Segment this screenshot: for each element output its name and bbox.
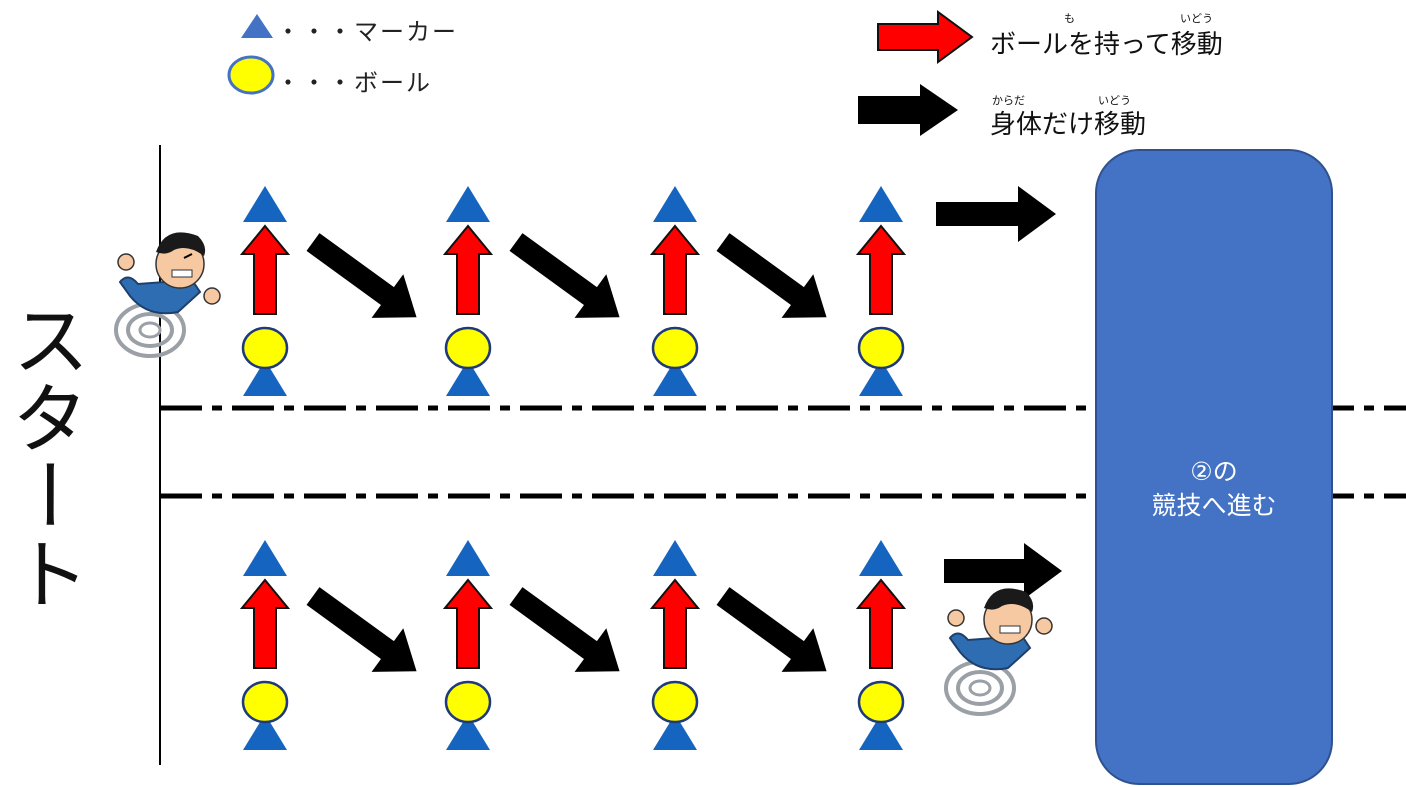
black-arrow-icon — [944, 543, 1062, 599]
marker-icon — [653, 186, 697, 222]
red-arrow-icon — [649, 578, 701, 669]
ball-icon — [444, 680, 492, 724]
black-arrow-icon — [716, 587, 827, 672]
marker-icon — [653, 360, 697, 396]
ball-icon — [651, 326, 699, 370]
marker-icon — [446, 540, 490, 576]
red-arrow-icon — [649, 224, 701, 315]
marker-icon — [859, 186, 903, 222]
black-arrow-icon — [306, 587, 417, 672]
ruby-idou-1: いどう — [1180, 12, 1213, 25]
marker-icon — [859, 540, 903, 576]
ruby-idou-2: いどう — [1098, 94, 1131, 107]
legend-marker-text: ・・・マーカー — [276, 18, 458, 46]
red-arrow-icon — [442, 578, 494, 669]
marker-icon — [243, 714, 287, 750]
legend-marker-icon — [241, 14, 273, 38]
red-arrow-icon — [855, 578, 907, 669]
legend-black-arrow-text: 身体だけ移動 — [990, 110, 1147, 140]
start-label: スタート — [0, 300, 89, 612]
ball-icon — [857, 326, 905, 370]
black-arrow-icon — [936, 186, 1056, 242]
marker-icon — [243, 540, 287, 576]
marker-icon — [243, 360, 287, 396]
ball-icon — [857, 680, 905, 724]
black-arrow-icon — [509, 233, 620, 318]
runner-icon — [114, 232, 221, 358]
next-event-box — [1095, 149, 1333, 785]
marker-icon — [446, 360, 490, 396]
ball-icon — [651, 680, 699, 724]
marker-icon — [859, 714, 903, 750]
marker-icon — [446, 714, 490, 750]
ball-icon — [241, 680, 289, 724]
legend-ball-icon — [227, 55, 275, 95]
legend-ball-text: ・・・ボール — [276, 69, 432, 97]
ball-icon — [241, 326, 289, 370]
red-arrow-icon — [855, 224, 907, 315]
legend-black-arrow-icon — [858, 84, 958, 136]
marker-icon — [859, 360, 903, 396]
marker-icon — [653, 714, 697, 750]
next-event-line1: ②の — [1190, 457, 1238, 486]
runner-icon — [944, 588, 1053, 716]
legend-red-arrow-icon — [877, 10, 974, 64]
red-arrow-icon — [239, 578, 291, 669]
ruby-karada: からだ — [992, 94, 1025, 107]
legend-red-arrow-text: ボールを持って移動 — [990, 30, 1223, 60]
next-event-text: ②の 競技へ進む — [1095, 455, 1333, 523]
black-arrow-icon — [306, 233, 417, 318]
next-event-line2: 競技へ進む — [1151, 491, 1277, 520]
black-arrow-icon — [509, 587, 620, 672]
ball-icon — [444, 326, 492, 370]
marker-icon — [446, 186, 490, 222]
marker-icon — [653, 540, 697, 576]
red-arrow-icon — [239, 224, 291, 315]
black-arrow-icon — [716, 233, 827, 318]
ruby-mo: も — [1064, 12, 1075, 25]
marker-icon — [243, 186, 287, 222]
red-arrow-icon — [442, 224, 494, 315]
